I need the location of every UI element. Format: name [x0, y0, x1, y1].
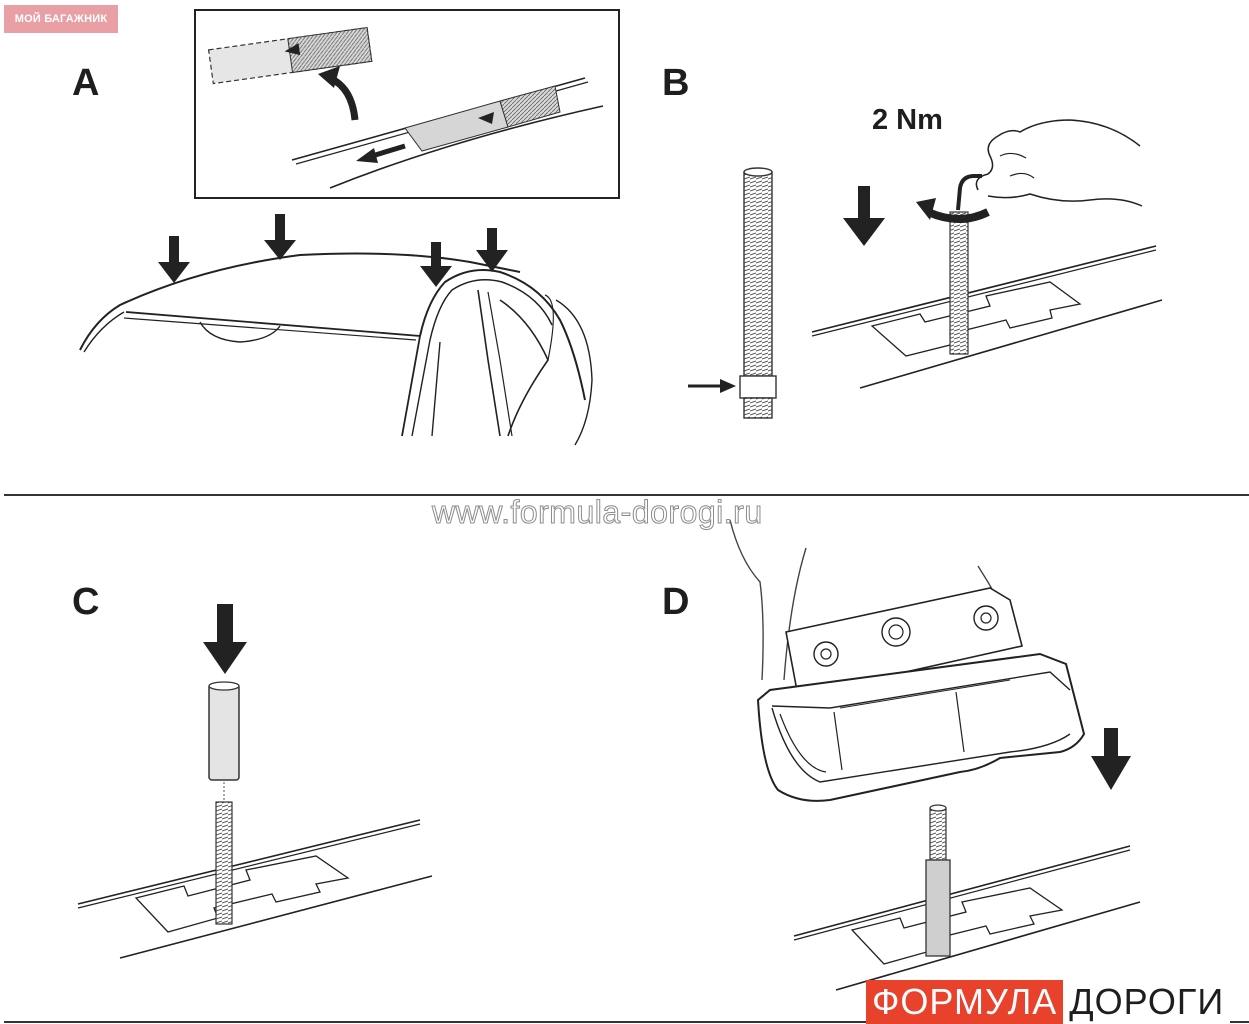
- down-arrow-icon: [158, 214, 508, 287]
- section-divider: [4, 494, 1249, 496]
- down-arrow-icon: [843, 218, 885, 246]
- brand-logo: ФОРМУЛА ДОРОГИ: [866, 980, 1231, 1024]
- step-label-d: D: [662, 581, 690, 623]
- step-d-drawing: [729, 519, 1141, 991]
- step-a-drawing: [79, 9, 620, 446]
- threaded-bolt: [215, 801, 233, 925]
- site-badge: МОЙ БАГАЖНИК: [4, 5, 118, 33]
- roof-rack-foot: [756, 652, 1086, 802]
- watermark: www.formula-dorogi.ru: [432, 494, 763, 531]
- adhesive-strip: [207, 26, 373, 85]
- step-label-a: A: [72, 62, 100, 104]
- right-arrow-icon: [720, 379, 736, 393]
- spacer-sleeve: [208, 683, 240, 781]
- bottom-divider: [4, 1021, 1249, 1023]
- left-arrow-icon: [356, 148, 378, 163]
- hand-icon: [975, 119, 1141, 191]
- threaded-bolt: [743, 171, 773, 377]
- step-c-drawing: [77, 604, 433, 959]
- down-arrow-icon: [1091, 756, 1131, 790]
- down-arrow-icon: [203, 642, 247, 674]
- brand-highlight: ФОРМУЛА: [866, 980, 1064, 1024]
- torque-label: 2 Nm: [872, 104, 943, 136]
- curved-arrow-icon: [926, 208, 990, 223]
- step-label-c: C: [72, 581, 100, 623]
- step-label-b: B: [662, 62, 690, 104]
- inset-frame: [194, 9, 620, 199]
- allen-key-icon: [956, 174, 982, 211]
- brand-rest: ДОРОГИ: [1063, 980, 1231, 1024]
- spacer-sleeve: [925, 859, 951, 957]
- step-b-drawing: [688, 119, 1163, 419]
